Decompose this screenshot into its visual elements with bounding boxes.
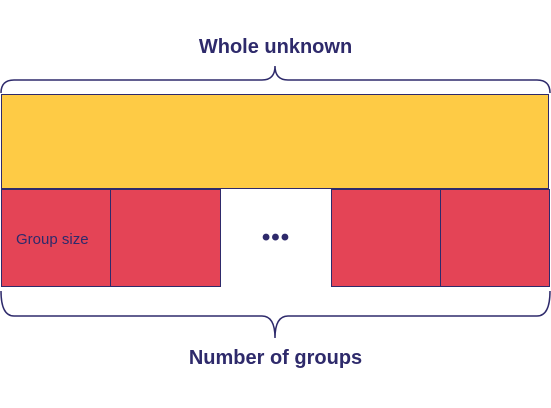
ellipsis: ••• bbox=[261, 224, 291, 251]
number-of-groups-label: Number of groups bbox=[188, 347, 363, 369]
top-brace bbox=[0, 65, 551, 94]
group-size-label: Group size bbox=[16, 231, 89, 248]
group-box: Group size bbox=[1, 189, 111, 287]
whole-unknown-label: Whole unknown bbox=[198, 36, 353, 58]
group-box bbox=[440, 189, 550, 287]
group-box bbox=[331, 189, 441, 287]
group-box bbox=[110, 189, 221, 287]
whole-bar bbox=[1, 94, 549, 189]
bottom-brace bbox=[0, 290, 551, 339]
